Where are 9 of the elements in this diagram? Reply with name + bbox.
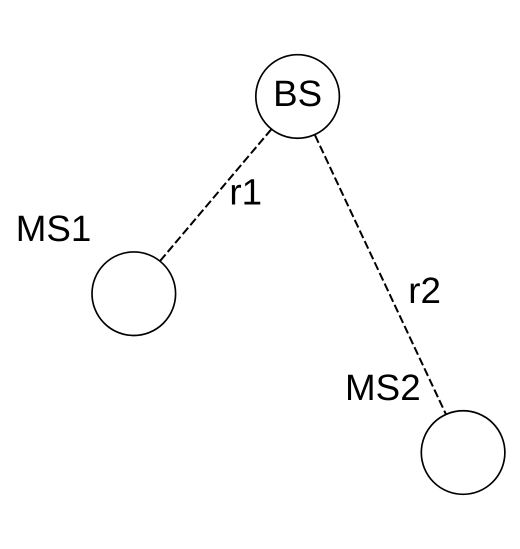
edge-label: r1 <box>229 171 262 212</box>
edge-label: r2 <box>408 270 442 312</box>
node-label: MS2 <box>345 367 421 408</box>
node-circle <box>420 410 506 496</box>
node-circle <box>91 251 176 336</box>
connector <box>314 134 447 415</box>
connector <box>159 128 272 262</box>
node-circle: BS <box>254 54 340 140</box>
node-label: MS1 <box>16 208 92 250</box>
